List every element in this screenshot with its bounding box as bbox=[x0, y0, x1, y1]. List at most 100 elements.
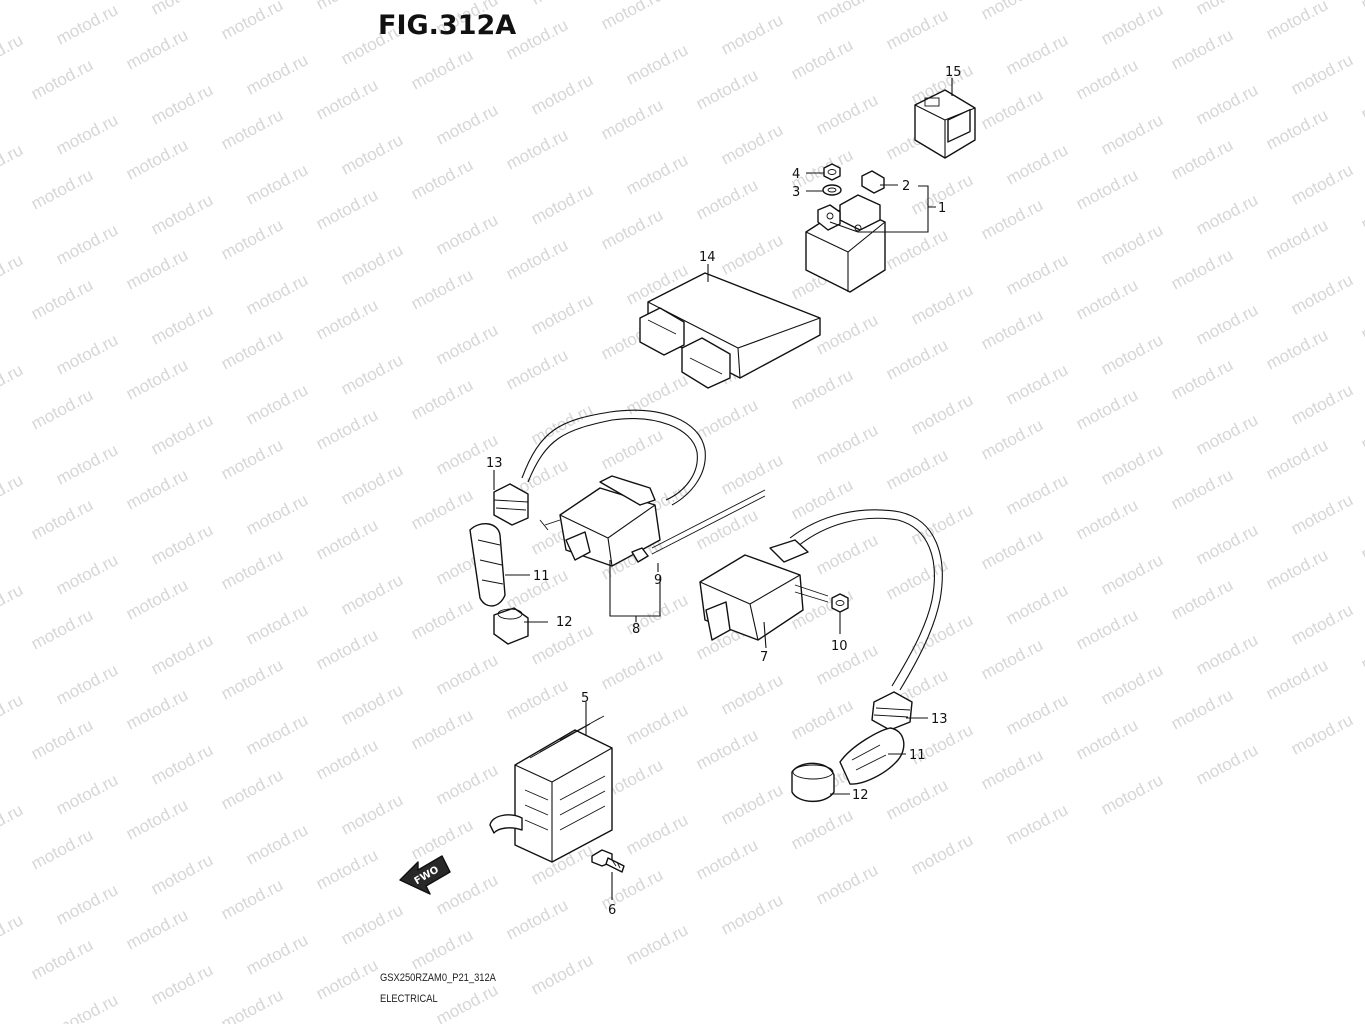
watermark-text: motod.ru bbox=[598, 0, 666, 34]
part-12-ring-upper[interactable] bbox=[493, 607, 529, 645]
watermark-text: motod.ru bbox=[1358, 185, 1365, 233]
watermark-text: motod.ru bbox=[148, 300, 216, 348]
watermark-text: motod.ru bbox=[1288, 380, 1356, 428]
watermark-text: motod.ru bbox=[1073, 165, 1141, 213]
watermark-text: motod.ru bbox=[433, 650, 501, 698]
watermark-text: motod.ru bbox=[123, 575, 191, 623]
watermark-text: motod.ru bbox=[408, 155, 476, 203]
watermark-text: motod.ru bbox=[53, 220, 121, 268]
watermark-text: motod.ru bbox=[148, 520, 216, 568]
watermark-text: motod.ru bbox=[123, 355, 191, 403]
watermark-text: motod.ru bbox=[718, 120, 786, 168]
figure-title: FIG.312A bbox=[378, 10, 517, 41]
watermark-text: motod.ru bbox=[338, 240, 406, 288]
watermark-text: motod.ru bbox=[218, 985, 286, 1024]
part-9-bolt[interactable] bbox=[631, 547, 649, 563]
watermark-text: motod.ru bbox=[1098, 0, 1166, 48]
watermark-text: motod.ru bbox=[1098, 770, 1166, 818]
watermark-text: motod.ru bbox=[718, 10, 786, 58]
callout-1: 1 bbox=[938, 201, 946, 216]
watermark-text: motod.ru bbox=[313, 405, 381, 453]
watermark-text: motod.ru bbox=[243, 930, 311, 978]
watermark-text: motod.ru bbox=[408, 375, 476, 423]
watermark-text: motod.ru bbox=[788, 805, 856, 853]
watermark-text: motod.ru bbox=[1288, 490, 1356, 538]
watermark-text: motod.ru bbox=[1073, 605, 1141, 653]
part-6-bolt[interactable] bbox=[591, 849, 625, 873]
watermark-text: motod.ru bbox=[1358, 295, 1365, 343]
callout-10: 10 bbox=[831, 639, 848, 654]
watermark-text: motod.ru bbox=[313, 515, 381, 563]
callout-12-lower: 12 bbox=[852, 788, 869, 803]
watermark-text: motod.ru bbox=[1003, 690, 1071, 738]
part-11-plug-cap-upper[interactable] bbox=[469, 523, 506, 607]
part-7-ignition-coil[interactable] bbox=[699, 509, 943, 691]
callout-7: 7 bbox=[760, 650, 768, 665]
watermark-text: motod.ru bbox=[433, 210, 501, 258]
watermark-text: motod.ru bbox=[28, 165, 96, 213]
watermark-text: motod.ru bbox=[1168, 685, 1236, 733]
watermark-text: motod.ru bbox=[813, 420, 881, 468]
part-2-fuse[interactable] bbox=[861, 170, 885, 194]
watermark-text: motod.ru bbox=[0, 910, 26, 958]
part-5-regulator-rectifier[interactable] bbox=[489, 715, 613, 863]
callout-9: 9 bbox=[654, 573, 662, 588]
watermark-text: motod.ru bbox=[623, 700, 691, 748]
watermark-text: motod.ru bbox=[1263, 545, 1331, 593]
watermark-text: motod.ru bbox=[598, 205, 666, 253]
watermark-text: motod.ru bbox=[528, 0, 596, 9]
watermark-text: motod.ru bbox=[433, 870, 501, 918]
model-code: GSX250RZAM0_P21_312A bbox=[380, 972, 496, 984]
watermark-text: motod.ru bbox=[0, 0, 1, 24]
watermark-text: motod.ru bbox=[0, 580, 26, 628]
watermark-text: motod.ru bbox=[1098, 660, 1166, 708]
callout-8: 8 bbox=[632, 622, 640, 637]
part-14-ecu[interactable] bbox=[639, 272, 821, 389]
part-15-connector[interactable] bbox=[914, 89, 976, 159]
part-11-plug-cap-lower[interactable] bbox=[839, 727, 905, 785]
watermark-text: motod.ru bbox=[693, 725, 761, 773]
part-1-starter-relay[interactable] bbox=[805, 194, 886, 293]
part-4-nut[interactable] bbox=[823, 163, 841, 181]
watermark-text: motod.ru bbox=[0, 635, 1, 683]
watermark-text: motod.ru bbox=[218, 215, 286, 263]
part-10-nut[interactable] bbox=[831, 593, 849, 613]
callout-5: 5 bbox=[581, 691, 589, 706]
watermark-text: motod.ru bbox=[528, 180, 596, 228]
part-3-washer[interactable] bbox=[822, 184, 842, 196]
callout-13-upper: 13 bbox=[486, 456, 503, 471]
watermark-text: motod.ru bbox=[243, 710, 311, 758]
watermark-text: motod.ru bbox=[503, 125, 571, 173]
watermark-text: motod.ru bbox=[883, 775, 951, 823]
part-13-plug-boot-upper[interactable] bbox=[493, 483, 529, 526]
watermark-text: motod.ru bbox=[338, 350, 406, 398]
callout-3: 3 bbox=[792, 185, 800, 200]
watermark-text: motod.ru bbox=[598, 645, 666, 693]
watermark-text: motod.ru bbox=[1073, 715, 1141, 763]
watermark-text: motod.ru bbox=[433, 980, 501, 1024]
watermark-text: motod.ru bbox=[0, 965, 1, 1013]
callout-14: 14 bbox=[699, 250, 716, 265]
watermark-text: motod.ru bbox=[1168, 355, 1236, 403]
watermark-text: motod.ru bbox=[1193, 740, 1261, 788]
watermark-text: motod.ru bbox=[503, 675, 571, 723]
watermark-text: motod.ru bbox=[693, 175, 761, 223]
watermark-text: motod.ru bbox=[0, 800, 26, 848]
part-12-ring-lower[interactable] bbox=[791, 762, 835, 803]
watermark-text: motod.ru bbox=[1098, 330, 1166, 378]
watermark-text: motod.ru bbox=[53, 440, 121, 488]
watermark-text: motod.ru bbox=[433, 320, 501, 368]
watermark-text: motod.ru bbox=[313, 625, 381, 673]
watermark-text: motod.ru bbox=[433, 430, 501, 478]
watermark-text: motod.ru bbox=[218, 875, 286, 923]
watermark-text: motod.ru bbox=[718, 670, 786, 718]
watermark-text: motod.ru bbox=[503, 895, 571, 943]
watermark-text: motod.ru bbox=[1263, 105, 1331, 153]
part-8-ignition-coil[interactable] bbox=[521, 409, 766, 567]
part-13-plug-boot-lower[interactable] bbox=[871, 691, 913, 731]
watermark-text: motod.ru bbox=[218, 655, 286, 703]
watermark-text: motod.ru bbox=[313, 295, 381, 343]
watermark-text: motod.ru bbox=[1358, 625, 1365, 673]
watermark-text: motod.ru bbox=[433, 100, 501, 148]
watermark-text: motod.ru bbox=[883, 5, 951, 53]
